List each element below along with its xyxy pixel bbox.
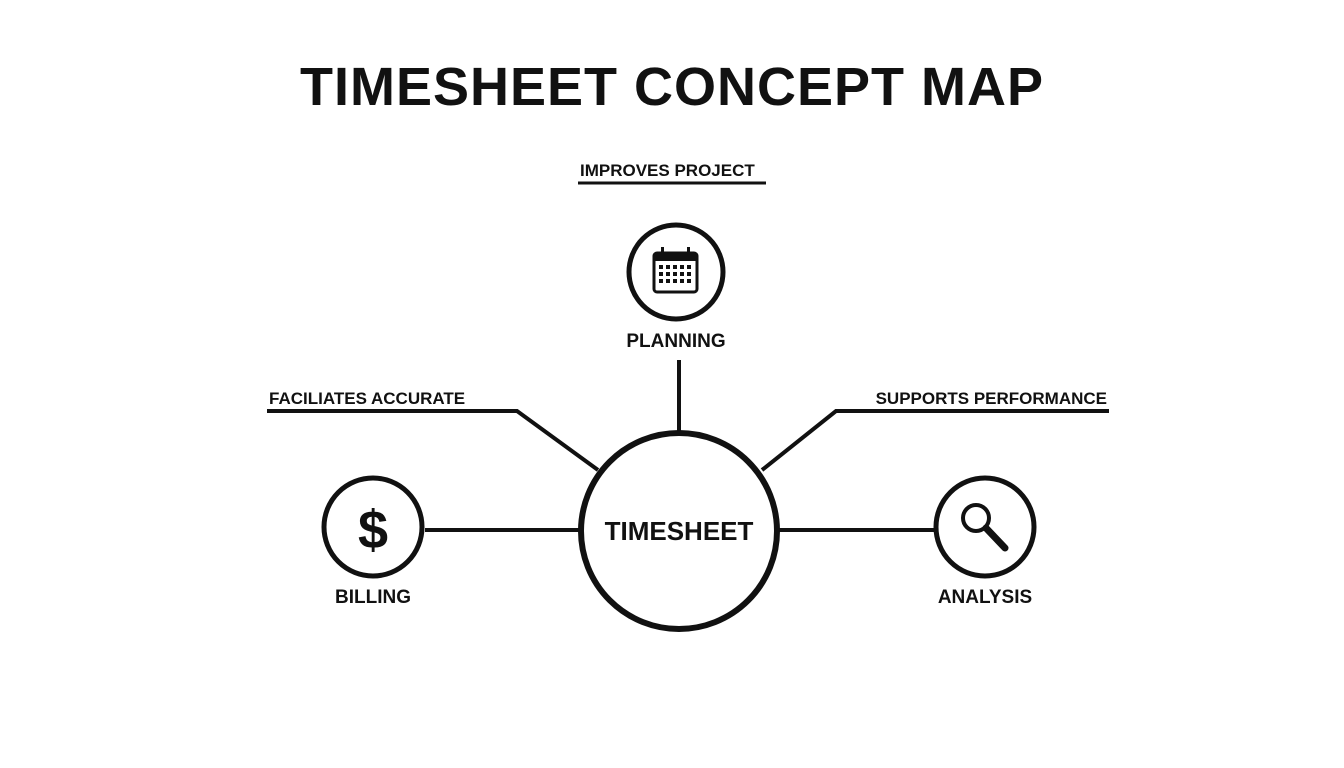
center-node-circle bbox=[578, 430, 780, 632]
center-node: TIMESHEET bbox=[578, 430, 780, 632]
connector-supports bbox=[760, 409, 1109, 472]
relation-label-planning: IMPROVES PROJECT bbox=[580, 161, 755, 180]
connectors bbox=[267, 181, 1109, 532]
node-analysis: ANALYSIS bbox=[933, 475, 1037, 608]
relation-label-analysis: SUPPORTS PERFORMANCE bbox=[876, 389, 1107, 408]
page-title: TIMESHEET CONCEPT MAP bbox=[299, 57, 1045, 117]
relation-label-billing: FACILIATES ACCURATE bbox=[269, 389, 465, 408]
center-node-label: TIMESHEET bbox=[605, 516, 754, 546]
node-billing-label: BILLING bbox=[335, 587, 411, 608]
node-planning: PLANNING bbox=[626, 222, 726, 352]
magnifier-icon bbox=[961, 503, 1009, 552]
node-analysis-label: ANALYSIS bbox=[938, 587, 1032, 608]
node-planning-label: PLANNING bbox=[626, 331, 725, 352]
node-billing: $ BILLING bbox=[321, 475, 425, 608]
dollar-icon: $ bbox=[358, 500, 388, 560]
connector-facilitates bbox=[267, 409, 600, 472]
node-billing-circle bbox=[321, 475, 425, 579]
calendar-icon bbox=[652, 247, 699, 294]
